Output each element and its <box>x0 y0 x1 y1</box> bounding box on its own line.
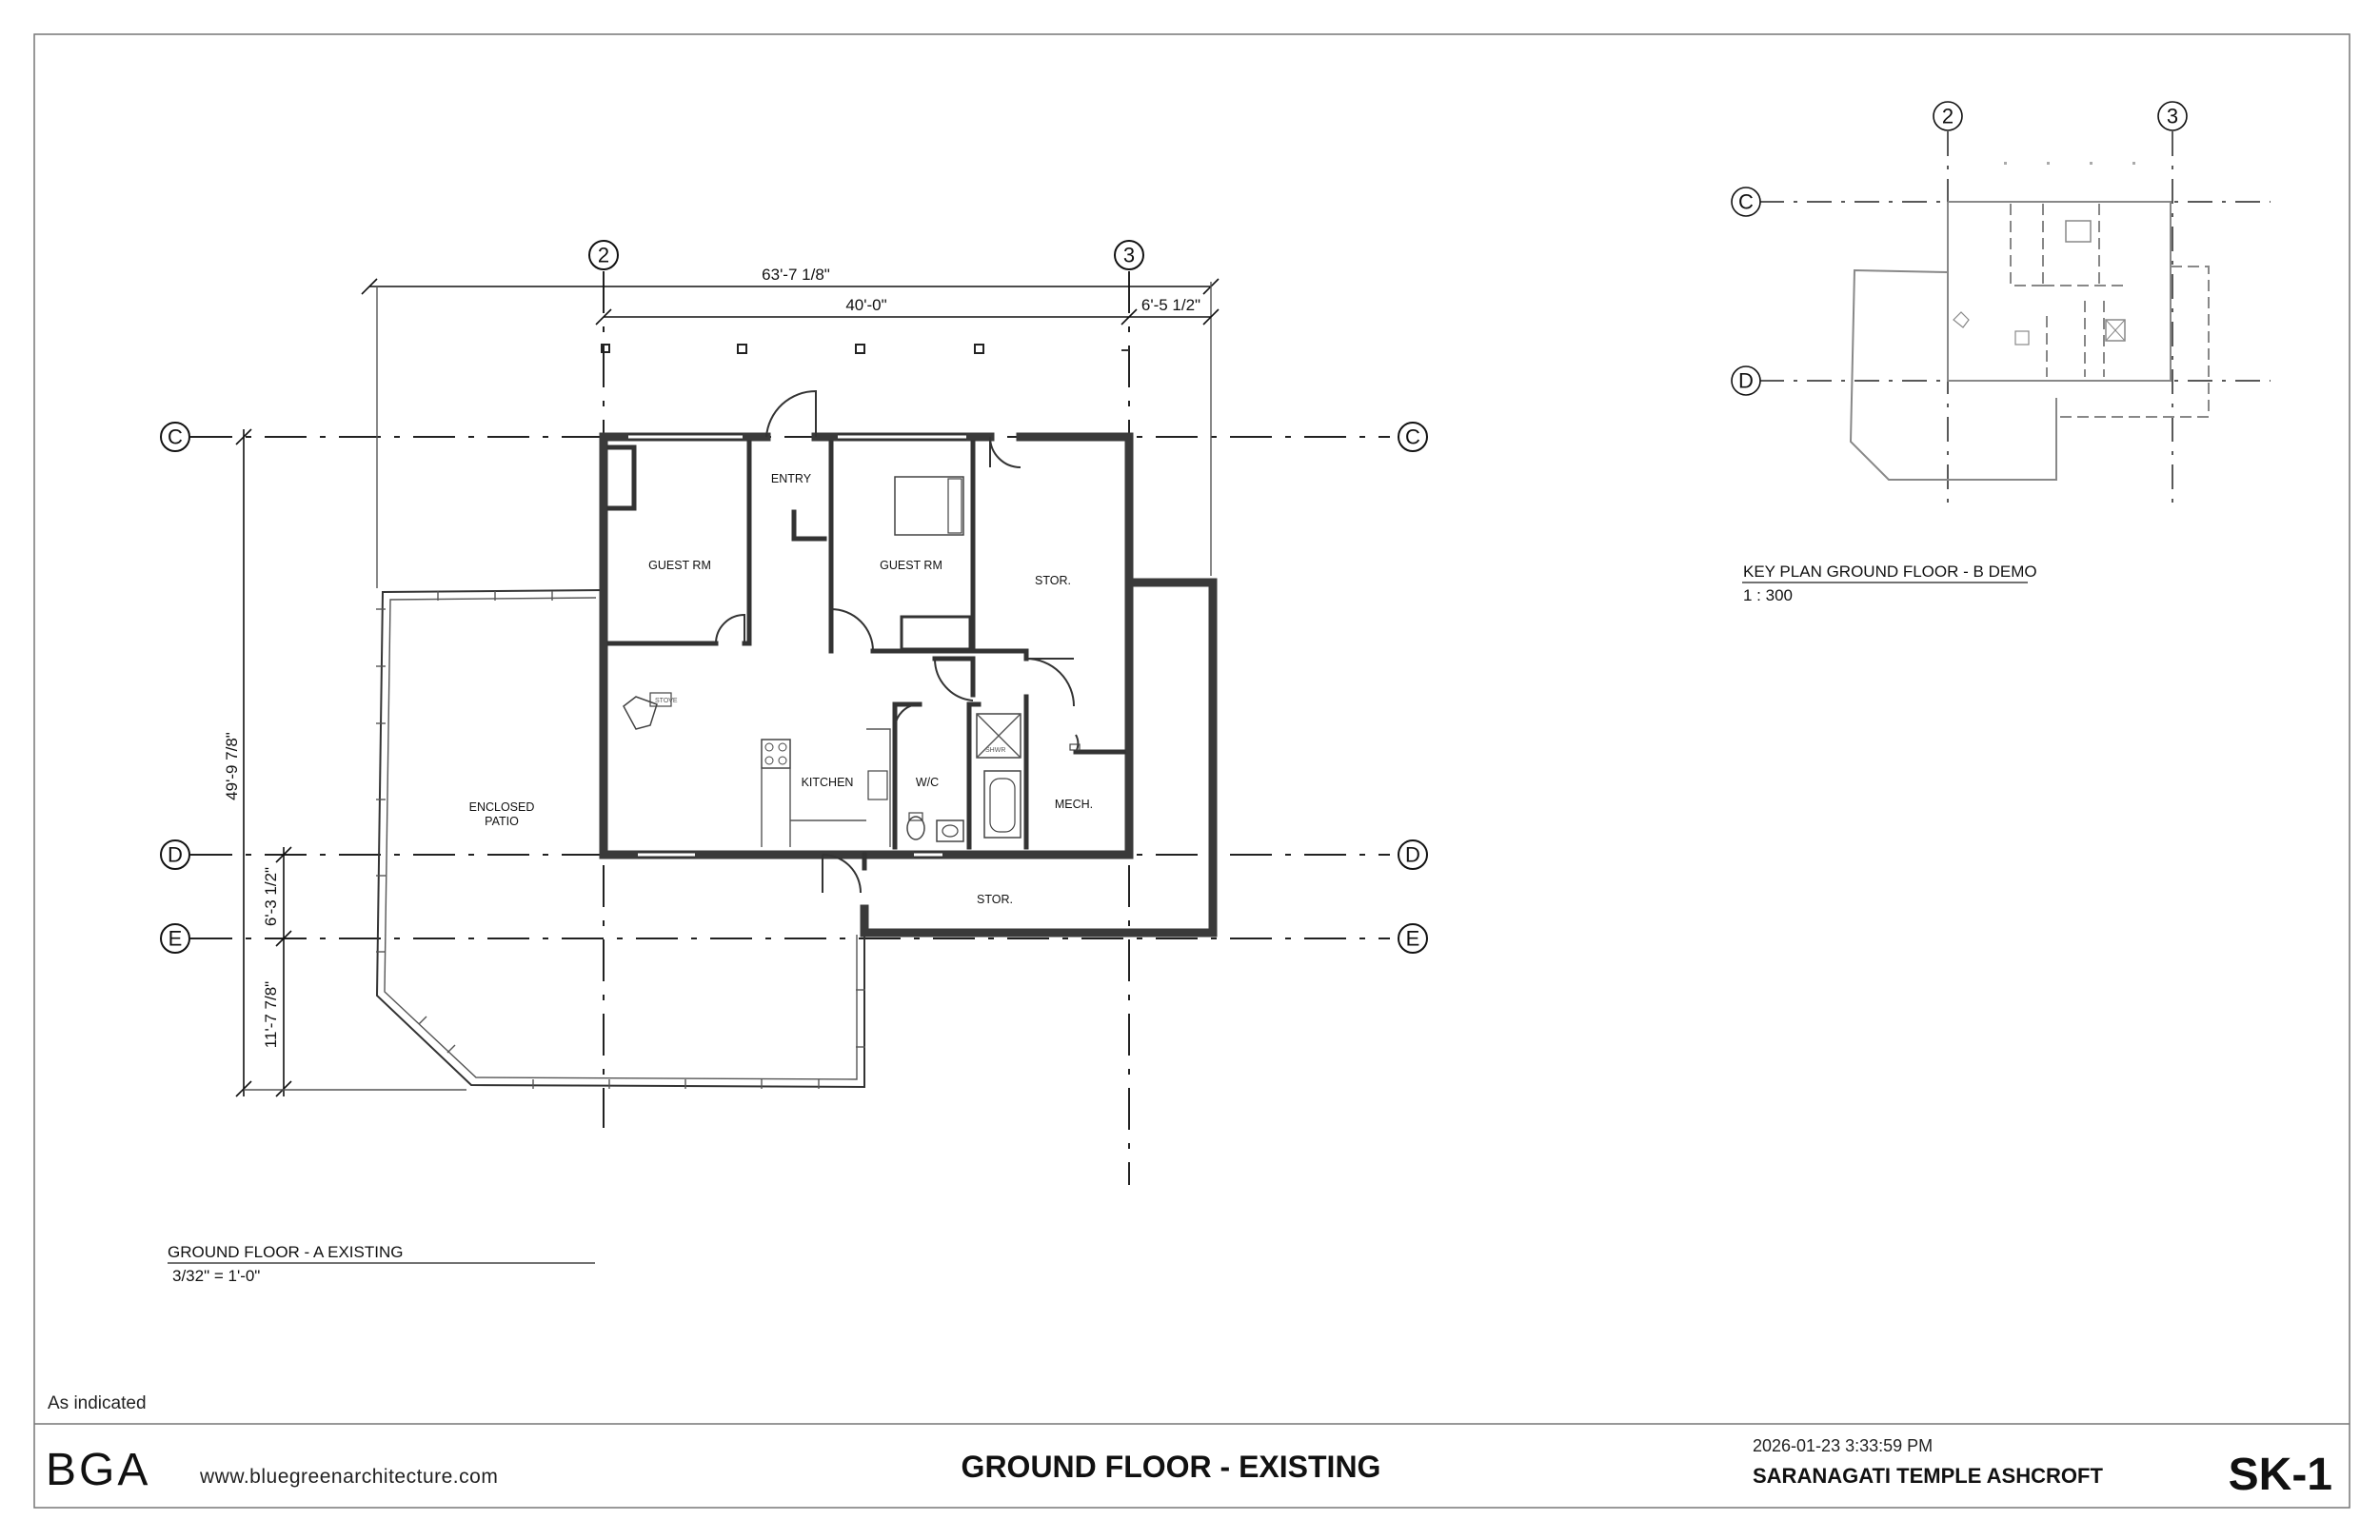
dim-right-offset: 6'-5 1/2" <box>1141 296 1200 314</box>
room-label-patio-line-2: PATIO <box>485 815 519 828</box>
grid-label-c-left: C <box>168 425 183 449</box>
grid-bubble-c-left: C <box>160 422 190 452</box>
main-view-scale: 3/32" = 1'-0" <box>172 1267 260 1285</box>
grid-bubble-e-right: E <box>1398 923 1428 954</box>
svg-text:D: D <box>1738 369 1754 393</box>
grid-bubble-d-right: D <box>1398 839 1428 870</box>
dim-e-to-edge: 11'-7 7/8" <box>262 981 280 1048</box>
stove: STOVE <box>623 692 678 730</box>
doors <box>715 389 1080 894</box>
vanity <box>936 819 964 842</box>
grid-label-d-left: D <box>168 843 183 867</box>
grid-label-3: 3 <box>1123 244 1135 267</box>
svg-text:2: 2 <box>1942 105 1954 128</box>
enclosed-patio-outline <box>375 589 865 1089</box>
bed <box>894 476 964 536</box>
dim-overall-width: 63'-7 1/8" <box>762 266 830 284</box>
room-label-guest-rm-1: GUEST RM <box>648 559 711 572</box>
toilet <box>906 816 925 840</box>
room-label-kitchen: KITCHEN <box>802 776 854 789</box>
main-view-title: GROUND FLOOR - A EXISTING 3/32" = 1'-0" <box>168 1243 595 1285</box>
grid-bubble-c-right: C <box>1398 422 1428 452</box>
room-labels: ENTRY GUEST RM GUEST RM STOR. KITCHEN W/… <box>469 472 1094 906</box>
grid-label-d-right: D <box>1405 843 1420 867</box>
fixtures: STOVE SHWR <box>623 476 1081 847</box>
key-grid-bubble-3: 3 <box>2157 101 2188 131</box>
grid-label-e-left: E <box>169 927 183 951</box>
interior-walls <box>606 440 1126 850</box>
porch-posts <box>601 344 1129 354</box>
stove-label: STOVE <box>655 698 678 704</box>
grid-label-c-right: C <box>1405 425 1420 449</box>
project-name: SARANAGATI TEMPLE ASHCROFT <box>1753 1464 2103 1488</box>
logo: BGA <box>46 1445 150 1495</box>
grid-bubble-d-left: D <box>160 839 190 870</box>
shower <box>976 713 1021 759</box>
room-label-mech: MECH. <box>1055 798 1093 811</box>
key-view-title-text: KEY PLAN GROUND FLOOR - B DEMO <box>1743 563 2037 581</box>
exterior-walls <box>599 432 1218 938</box>
grid-bubble-3: 3 <box>1114 240 1144 270</box>
key-view-scale: 1 : 300 <box>1743 586 1793 604</box>
bathtub <box>983 770 1021 839</box>
dimension-strings: 63'-7 1/8" 40'-0" 6'-5 1/2" 49'-9 7/8" 6… <box>223 266 1220 1097</box>
grid-bubble-e-left: E <box>160 923 190 954</box>
room-label-wc: W/C <box>916 776 939 789</box>
dim-grid-width: 40'-0" <box>845 296 886 314</box>
room-label-entry: ENTRY <box>771 472 812 485</box>
key-grid-bubble-2: 2 <box>1933 101 1963 131</box>
key-plan: 2 3 C D <box>1731 101 2271 604</box>
sheet-number: SK-1 <box>2229 1450 2332 1500</box>
main-view-title-text: GROUND FLOOR - A EXISTING <box>168 1243 403 1261</box>
grid-bubble-2: 2 <box>588 240 619 270</box>
scale-note: As indicated <box>48 1393 147 1413</box>
dim-overall-depth: 49'-9 7/8" <box>223 732 241 800</box>
room-label-patio-line-1: ENCLOSED <box>469 800 535 814</box>
svg-text:C: C <box>1738 190 1754 214</box>
key-grid-bubble-c: C <box>1731 187 1761 217</box>
key-plan-drawing <box>1849 162 2210 481</box>
title-block: As indicated BGA www.bluegreenarchitectu… <box>34 1393 2350 1500</box>
grid-label-2: 2 <box>598 244 609 267</box>
grid-label-e-right: E <box>1406 927 1420 951</box>
main-floor-plan: 2 3 C C D D E E <box>160 240 1428 1185</box>
svg-text:3: 3 <box>2167 105 2178 128</box>
key-grid-bubble-d: D <box>1731 365 1761 396</box>
timestamp: 2026-01-23 3:33:59 PM <box>1753 1436 1933 1455</box>
sheet-border <box>33 33 2350 1509</box>
dim-d-to-e: 6'-3 1/2" <box>262 867 280 926</box>
room-label-stor-1: STOR. <box>1035 574 1071 587</box>
website: www.bluegreenarchitecture.com <box>199 1466 498 1488</box>
room-label-guest-rm-2: GUEST RM <box>880 559 942 572</box>
room-label-stor-2: STOR. <box>977 893 1013 906</box>
sheet-title: GROUND FLOOR - EXISTING <box>962 1450 1381 1484</box>
shower-label: SHWR <box>985 747 1005 754</box>
